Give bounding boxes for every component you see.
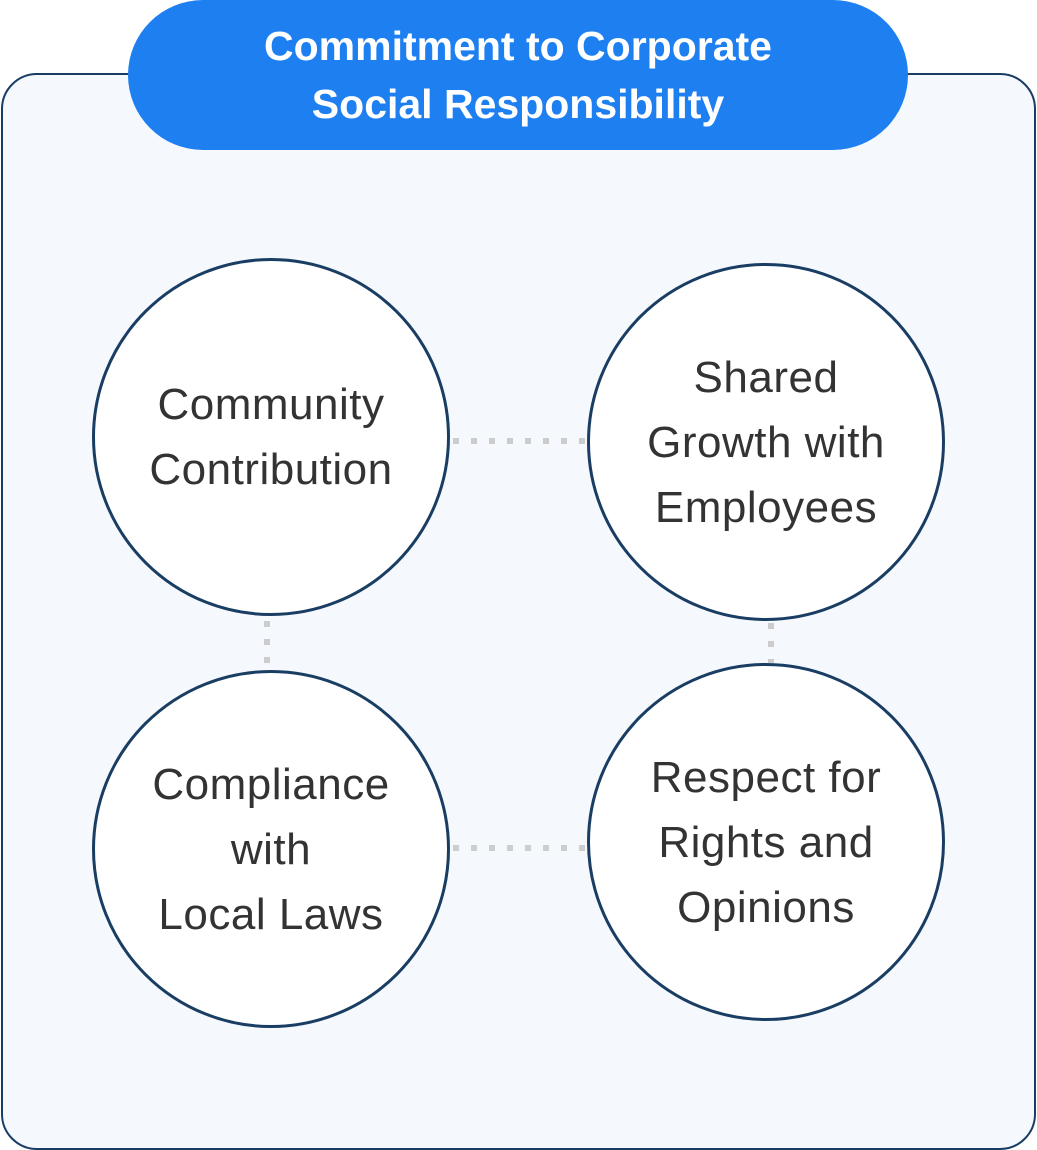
title-line-2: Social Responsibility	[311, 81, 725, 127]
node-compliance: Compliance with Local Laws	[92, 670, 450, 1028]
connector-top	[453, 438, 585, 444]
node-label-line: Employees	[654, 482, 878, 532]
node-label-line: Respect for	[650, 752, 882, 802]
connector-left	[264, 621, 270, 667]
node-label-line: Opinions	[677, 882, 855, 932]
node-label-line: Community	[157, 380, 385, 429]
connector-bottom	[453, 845, 585, 851]
title-banner: Commitment to Corporate Social Responsib…	[128, 0, 908, 150]
node-label-line: Growth with	[647, 417, 885, 467]
title-line-1: Commitment to Corporate	[264, 23, 772, 69]
node-label-line: Shared	[693, 352, 839, 402]
node-label-line: Compliance	[152, 759, 390, 809]
diagram-panel	[1, 73, 1036, 1150]
node-label-line: Rights and	[658, 817, 874, 867]
node-community-contribution: Community Contribution	[92, 258, 450, 616]
node-respect: Respect for Rights and Opinions	[587, 663, 945, 1021]
node-label-line: with	[230, 824, 312, 874]
node-label-line: Contribution	[149, 445, 393, 494]
connector-right	[768, 623, 774, 663]
node-label-line: Local Laws	[158, 889, 384, 939]
node-shared-growth: Shared Growth with Employees	[587, 263, 945, 621]
